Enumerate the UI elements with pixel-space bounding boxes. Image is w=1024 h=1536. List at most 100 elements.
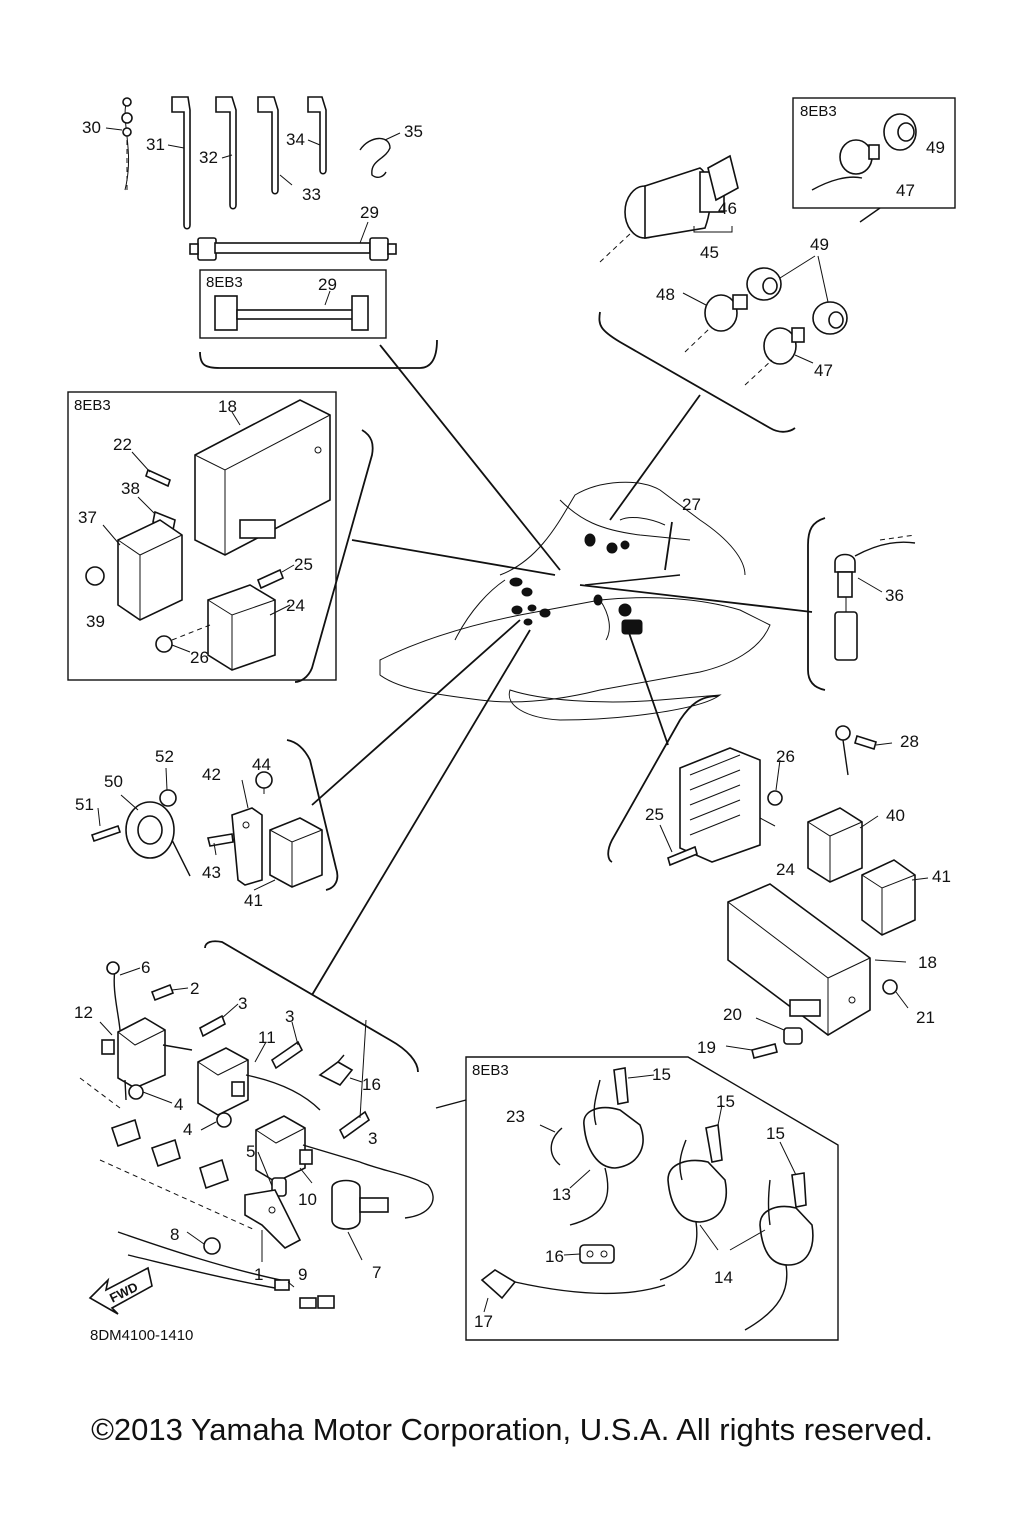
part-10-ignition-coil bbox=[255, 1115, 361, 1183]
callout-16-box: 16 bbox=[545, 1247, 564, 1266]
group-cdi-8eb3 bbox=[67, 391, 374, 683]
callout-17: 17 bbox=[474, 1312, 493, 1331]
callout-21: 21 bbox=[916, 1008, 935, 1027]
callout-34: 34 bbox=[286, 130, 305, 149]
callout-25-right: 25 bbox=[645, 805, 664, 824]
copyright-notice: ©2013 Yamaha Motor Corporation, U.S.A. A… bbox=[91, 1412, 933, 1447]
callout-38: 38 bbox=[121, 479, 140, 498]
callout-20: 20 bbox=[723, 1005, 742, 1024]
part-49-knob-inset bbox=[883, 113, 917, 151]
callout-49: 49 bbox=[810, 235, 829, 254]
model-tags: 8EB3 8EB3 8EB3 8EB3 bbox=[74, 103, 837, 1079]
callout-5: 5 bbox=[246, 1142, 255, 1161]
part-18-cdi-unit bbox=[194, 399, 331, 556]
part-29-rod bbox=[189, 237, 397, 261]
mounting-plate bbox=[79, 1077, 256, 1231]
callout-12: 12 bbox=[74, 1003, 93, 1022]
group-coils-8eb3 bbox=[435, 1056, 839, 1341]
callout-18-right: 18 bbox=[918, 953, 937, 972]
callouts: 30 31 32 34 33 35 29 29 49 47 46 45 49 4… bbox=[74, 118, 951, 1331]
part-47-switch bbox=[744, 327, 805, 386]
callout-26-left: 26 bbox=[190, 648, 209, 667]
callout-3-b: 3 bbox=[285, 1007, 294, 1026]
callout-41-right: 41 bbox=[932, 867, 951, 886]
part-41-relay bbox=[269, 817, 323, 888]
model-tag-bottom-right: 8EB3 bbox=[472, 1062, 509, 1079]
model-tag-top-right: 8EB3 bbox=[800, 103, 837, 120]
leader-lines bbox=[311, 344, 813, 996]
fwd-arrow bbox=[88, 1266, 153, 1315]
part-18-cdi-unit-right bbox=[727, 883, 871, 1036]
callout-15-b: 15 bbox=[716, 1092, 735, 1111]
callout-14: 14 bbox=[714, 1268, 733, 1287]
callout-4-a: 4 bbox=[174, 1095, 183, 1114]
callout-40: 40 bbox=[886, 806, 905, 825]
callout-6: 6 bbox=[141, 958, 150, 977]
group-sensor bbox=[807, 517, 916, 691]
part-16-clamp bbox=[318, 1054, 354, 1087]
callout-15-a: 15 bbox=[652, 1065, 671, 1084]
callout-27: 27 bbox=[682, 495, 701, 514]
callout-44: 44 bbox=[252, 755, 271, 774]
part-11-ignition-coil bbox=[197, 1047, 321, 1116]
callout-42: 42 bbox=[202, 765, 221, 784]
part-41-relay-right bbox=[861, 859, 916, 936]
callout-48: 48 bbox=[656, 285, 675, 304]
callout-50: 50 bbox=[104, 772, 123, 791]
part-40-relay bbox=[807, 807, 863, 883]
callout-32: 32 bbox=[199, 148, 218, 167]
callout-33: 33 bbox=[302, 185, 321, 204]
callout-3-c: 3 bbox=[368, 1129, 377, 1148]
part-48-switch bbox=[684, 294, 748, 353]
part-24-rectifier-fins bbox=[679, 747, 761, 863]
callout-19: 19 bbox=[697, 1038, 716, 1057]
part-47-switch-inset bbox=[811, 139, 880, 191]
snowmobile-outline bbox=[379, 481, 771, 721]
callout-35: 35 bbox=[404, 122, 423, 141]
callout-29-a: 29 bbox=[360, 203, 379, 222]
part-13-coil bbox=[569, 1079, 644, 1226]
part-42-bracket bbox=[231, 807, 263, 886]
group-rectifier-relays bbox=[607, 695, 929, 1059]
callout-7: 7 bbox=[372, 1263, 381, 1282]
callout-4-b: 4 bbox=[183, 1120, 192, 1139]
callout-18-left: 18 bbox=[218, 397, 237, 416]
callout-30: 30 bbox=[82, 118, 101, 137]
part-30-tie bbox=[121, 97, 133, 191]
part-29-rod-8eb3 bbox=[214, 295, 369, 331]
callout-29-b: 29 bbox=[318, 275, 337, 294]
callout-13: 13 bbox=[552, 1185, 571, 1204]
part-number: 8DM4100-1410 bbox=[90, 1327, 193, 1344]
part-37-regulator bbox=[117, 519, 183, 621]
group-lighting-coil bbox=[90, 739, 339, 891]
callout-9: 9 bbox=[298, 1265, 307, 1284]
part-1-bracket bbox=[244, 1189, 302, 1249]
callout-3-a: 3 bbox=[238, 994, 247, 1013]
callout-47-inset: 47 bbox=[896, 181, 915, 200]
callout-39: 39 bbox=[86, 612, 105, 631]
callout-49-inset: 49 bbox=[926, 138, 945, 157]
part-6-lead bbox=[106, 961, 121, 1031]
callout-52: 52 bbox=[155, 747, 174, 766]
callout-36: 36 bbox=[885, 586, 904, 605]
part-49-knob bbox=[746, 267, 848, 335]
group-switches bbox=[598, 97, 956, 433]
part-45-main-switch bbox=[599, 154, 739, 263]
part-16-clamp-8eb3 bbox=[579, 1244, 615, 1264]
callout-2: 2 bbox=[190, 979, 199, 998]
callout-43: 43 bbox=[202, 863, 221, 882]
model-tag-top-left: 8EB3 bbox=[206, 274, 243, 291]
part-24-rectifier bbox=[207, 584, 276, 671]
callout-31: 31 bbox=[146, 135, 165, 154]
part-12-ignition-coil bbox=[101, 1017, 193, 1101]
callout-23: 23 bbox=[506, 1107, 525, 1126]
callout-25-left: 25 bbox=[294, 555, 313, 574]
callout-1: 1 bbox=[254, 1265, 263, 1284]
callout-22: 22 bbox=[113, 435, 132, 454]
model-tag-left: 8EB3 bbox=[74, 397, 111, 414]
part-14-coil bbox=[659, 1139, 814, 1331]
callout-15-c: 15 bbox=[766, 1124, 785, 1143]
callout-37: 37 bbox=[78, 508, 97, 527]
callout-8: 8 bbox=[170, 1225, 179, 1244]
part-50-coil bbox=[125, 801, 191, 877]
